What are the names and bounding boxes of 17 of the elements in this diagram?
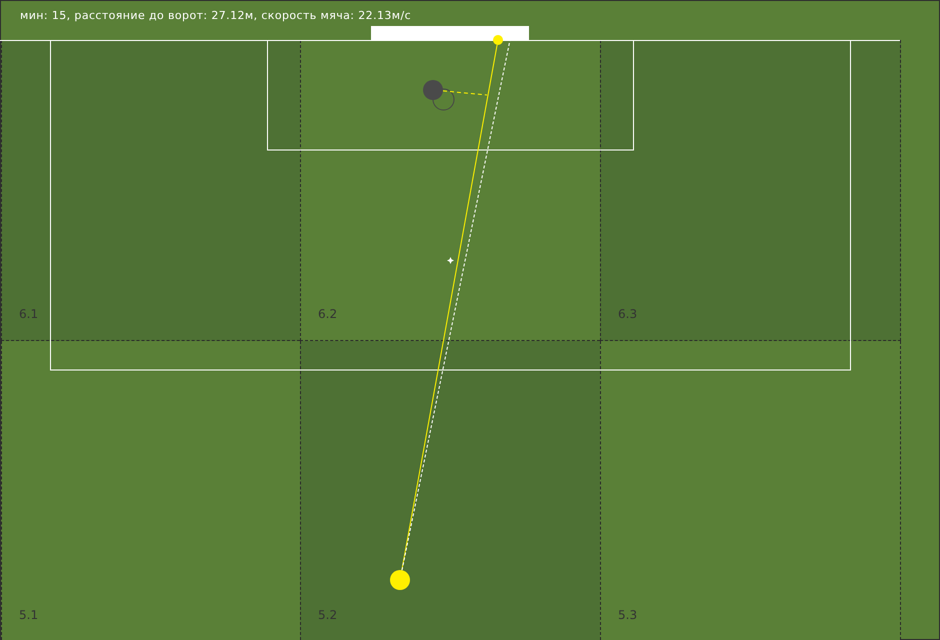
status-text: мин: 15, расстояние до ворот: 27.12м, скорость мяча: 22.13м/с [20, 9, 412, 23]
zone-label: 5.1 [19, 608, 38, 622]
pitch-zone [1, 341, 300, 640]
player-projection-line [442, 90, 488, 96]
zone-label: 6.3 [618, 307, 638, 321]
zone-label: 6.2 [318, 307, 338, 321]
goal [371, 26, 529, 40]
pitch-zone [1, 40, 300, 341]
pitch-zone [300, 40, 600, 341]
player-marker-icon [423, 80, 443, 100]
ball-icon [390, 570, 410, 590]
zone-label: 6.1 [19, 307, 38, 321]
pitch-zone [600, 40, 901, 341]
zone-label: 5.3 [618, 608, 638, 622]
zone-label: 5.2 [318, 608, 338, 622]
pitch-zone [600, 341, 901, 640]
pitch-zone [300, 341, 600, 640]
